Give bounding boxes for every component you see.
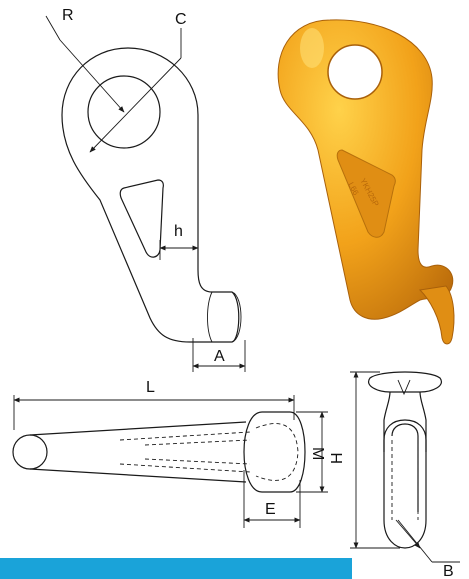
label-R: R bbox=[62, 7, 74, 24]
side-view-outline bbox=[61, 47, 240, 343]
label-C: C bbox=[175, 11, 187, 28]
eye-hole bbox=[87, 75, 161, 149]
hook-photo: YKH25P L66 bbox=[277, 19, 455, 345]
label-L: L bbox=[146, 379, 155, 396]
label-E: E bbox=[265, 501, 276, 518]
label-h: h bbox=[174, 223, 183, 240]
label-H: H bbox=[329, 452, 346, 464]
label-M: M bbox=[309, 447, 326, 460]
label-B: B bbox=[443, 563, 454, 579]
top-view-drawing: L M E bbox=[12, 379, 328, 528]
label-A: A bbox=[214, 348, 225, 365]
side-window bbox=[119, 179, 164, 258]
hook-eye bbox=[327, 44, 383, 100]
accent-bar bbox=[0, 558, 352, 579]
side-view-drawing: R C h A bbox=[45, 7, 246, 372]
top-view-head bbox=[243, 411, 306, 493]
front-view-drawing: H B bbox=[329, 371, 460, 579]
